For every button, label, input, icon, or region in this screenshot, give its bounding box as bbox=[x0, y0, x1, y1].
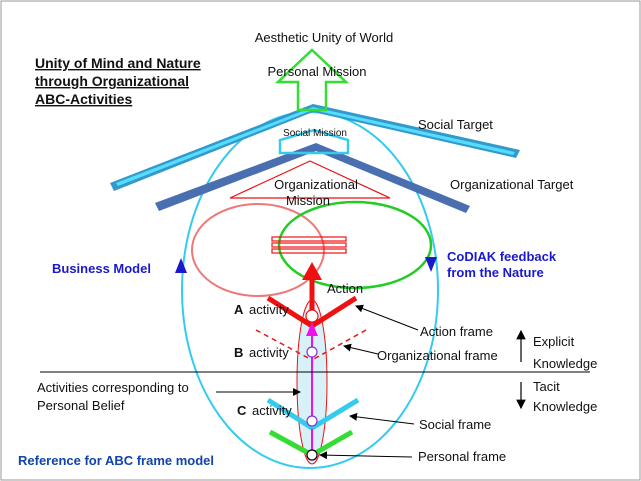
c-activity-node bbox=[306, 415, 318, 427]
codiak-label-2: from the Nature bbox=[447, 265, 544, 280]
explicit-label-2: Knowledge bbox=[533, 356, 597, 371]
title-line-2: through Organizational bbox=[35, 73, 189, 89]
c-activity-label: activity bbox=[252, 403, 292, 418]
codiak-label-1: CoDIAK feedback bbox=[447, 249, 557, 264]
org-target-label: Organizational Target bbox=[450, 177, 574, 192]
reference-label: Reference for ABC frame model bbox=[18, 453, 214, 468]
org-frame-left bbox=[255, 329, 313, 361]
tacit-label-1: Tacit bbox=[533, 379, 560, 394]
org-mission-label-2: Mission bbox=[286, 193, 330, 208]
org-mission-label-1: Organizational bbox=[274, 177, 358, 192]
social-mission-shape bbox=[278, 128, 350, 155]
social-frame-pointer bbox=[349, 412, 415, 425]
a-activity-label: activity bbox=[249, 302, 289, 317]
org-frame-right bbox=[311, 329, 367, 361]
action-label: Action bbox=[327, 281, 363, 296]
action-frame-label: Action frame bbox=[420, 324, 493, 339]
organizational-mission-triangle bbox=[229, 160, 391, 199]
codiak-arrow-down bbox=[425, 257, 437, 272]
social-mission-label: Social Mission bbox=[283, 128, 347, 139]
title-line-3: ABC-Activities bbox=[35, 91, 132, 107]
org-frame-pointer bbox=[343, 343, 379, 355]
social-frame-label: Social frame bbox=[419, 417, 491, 432]
title-block: Unity of Mind and Nature through Organiz… bbox=[35, 55, 201, 107]
personal-frame-label: Personal frame bbox=[418, 449, 506, 464]
action-frame-pointer bbox=[355, 304, 419, 331]
personal-frame-right bbox=[310, 429, 354, 458]
explicit-label-1: Explicit bbox=[533, 334, 575, 349]
social-target-label: Social Target bbox=[418, 117, 493, 132]
action-frame-left bbox=[266, 295, 314, 329]
personal-mission-label: Personal Mission bbox=[268, 64, 367, 79]
business-model-arrow-up bbox=[175, 258, 187, 273]
magenta-arrow-head bbox=[306, 322, 318, 336]
personal-belief-label-1: Activities corresponding to bbox=[37, 380, 189, 395]
tacit-label-2: Knowledge bbox=[533, 399, 597, 414]
business-model-label: Business Model bbox=[52, 261, 151, 276]
a-activity-node bbox=[305, 309, 319, 323]
personal-node bbox=[306, 449, 318, 461]
business-ellipse bbox=[191, 203, 325, 297]
stack-lines bbox=[271, 236, 347, 254]
action-arrow-head bbox=[302, 262, 322, 280]
personal-frame-pointer bbox=[319, 451, 413, 460]
org-frame-label: Organizational frame bbox=[377, 348, 498, 363]
action-frame-right bbox=[310, 295, 358, 329]
title-line-1: Unity of Mind and Nature bbox=[35, 55, 201, 71]
personal-belief-label-2: Personal Belief bbox=[37, 398, 125, 413]
b-activity-node bbox=[306, 346, 318, 358]
nature-ellipse bbox=[277, 200, 433, 290]
social-frame-left bbox=[266, 397, 314, 431]
b-activity-label: activity bbox=[249, 345, 289, 360]
a-letter: A bbox=[234, 302, 244, 317]
b-letter: B bbox=[234, 345, 243, 360]
personal-mission-arrow bbox=[274, 48, 350, 112]
c-letter: C bbox=[237, 403, 247, 418]
personal-frame-left bbox=[268, 429, 314, 458]
social-frame-right bbox=[310, 397, 360, 431]
aesthetic-label: Aesthetic Unity of World bbox=[255, 30, 393, 45]
